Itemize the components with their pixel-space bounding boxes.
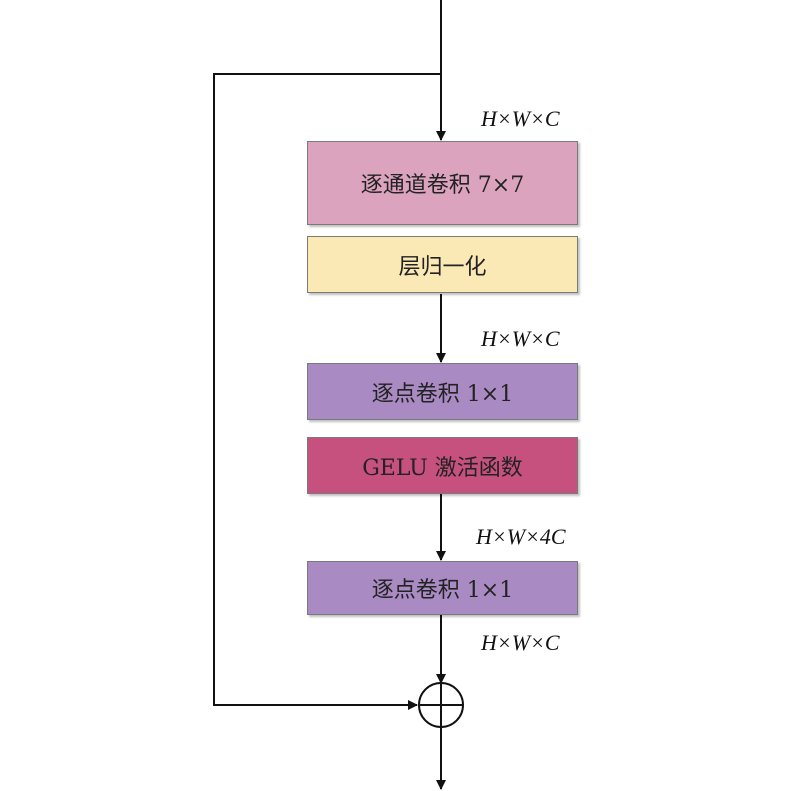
dimension-label-input: H×W×C (481, 106, 560, 131)
pointwise-conv-block-2: 逐点卷积 1×1 (307, 561, 578, 615)
residual-connection (213, 73, 441, 710)
gelu-activation-label: GELU 激活函数 (362, 455, 523, 481)
add-operator-icon (418, 682, 464, 728)
dimension-label-output: H×W×C (481, 630, 560, 655)
gelu-activation-block: GELU 激活函数 (307, 437, 578, 494)
dimension-label-expanded: H×W×4C (476, 524, 566, 549)
layer-norm-label: 层归一化 (398, 254, 487, 280)
dimension-label-after-norm: H×W×C (481, 326, 560, 351)
pointwise-conv-block-1: 逐点卷积 1×1 (307, 363, 578, 420)
layer-norm-block: 层归一化 (307, 236, 578, 293)
pointwise-conv-label-2: 逐点卷积 1×1 (371, 578, 514, 603)
pointwise-conv-label-1: 逐点卷积 1×1 (371, 381, 514, 407)
depthwise-conv-label: 逐通道卷积 7×7 (360, 173, 525, 198)
depthwise-conv-block: 逐通道卷积 7×7 (307, 141, 578, 225)
